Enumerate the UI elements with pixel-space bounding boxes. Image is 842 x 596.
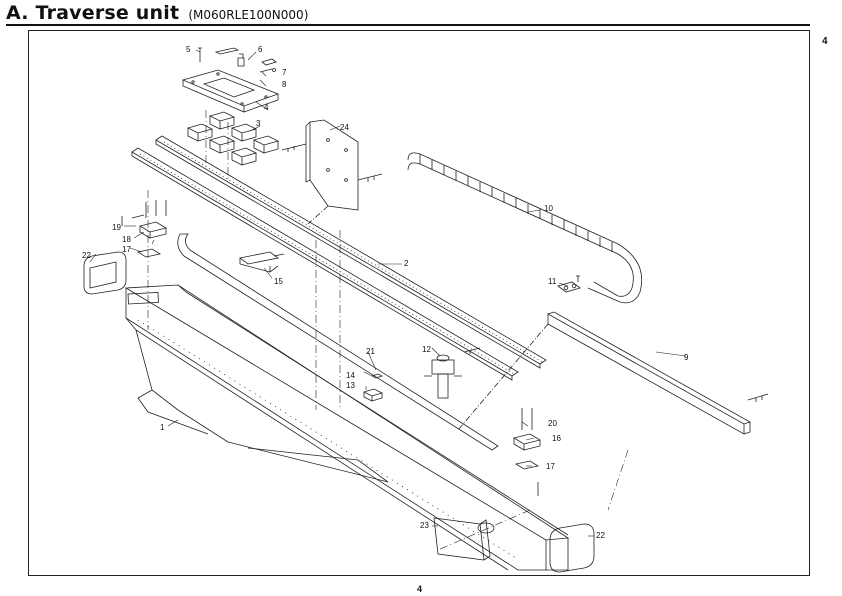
callout-21: 21 [366,347,375,356]
callout-8: 8 [282,80,287,89]
center-lines [147,110,629,551]
title-underline [6,24,810,26]
callout-12: 12 [422,345,431,354]
callout-2: 2 [404,259,409,268]
chain-bracket-part [557,275,581,293]
filter-regulator-part [424,347,481,399]
callout-9: 9 [684,353,689,362]
clamp-part [239,251,285,273]
callout-15: 15 [274,277,283,286]
callout-23: 23 [420,521,429,530]
callout-labels: 1 2 3 4 5 6 7 8 9 10 11 12 13 14 15 16 1… [82,45,689,540]
end-cap-left-part [83,251,127,295]
right-end-bracket-parts [512,408,542,496]
main-beam-part [124,284,570,571]
cable-part [177,233,499,451]
left-end-bracket-parts [121,200,168,258]
section-title: A. Traverse unit [6,2,180,24]
callout-1: 1 [160,423,165,432]
callout-24: 24 [340,123,349,132]
footer-page-number: 4 [417,584,423,594]
callout-17b: 17 [546,462,555,471]
leader-lines [89,49,687,537]
carriage-blocks-part [186,111,280,166]
callout-7: 7 [282,68,287,77]
callout-20: 20 [548,419,557,428]
callout-18: 18 [122,235,131,244]
callout-22b: 22 [596,531,605,540]
callout-3: 3 [256,119,261,128]
corner-page-number: 4 [822,36,828,47]
callout-11: 11 [548,277,557,286]
callout-5: 5 [186,45,191,54]
linear-rail-part [131,135,547,381]
cable-chain-part [407,152,643,304]
carriage-plate-part [181,69,280,113]
cover-plate-part [433,517,491,561]
page-title: A. Traverse unit (M060RLE100N000) [6,2,308,26]
model-code: (M060RLE100N000) [188,8,309,22]
fastener-parts [198,47,277,73]
callout-17a: 17 [122,245,131,254]
callout-22a: 22 [82,251,91,260]
callout-4: 4 [264,103,269,112]
callout-13: 13 [346,381,355,390]
drawing-frame [28,30,810,576]
callout-19: 19 [112,223,121,232]
callout-6: 6 [258,45,263,54]
exploded-view-drawing: 1 2 3 4 5 6 7 8 9 10 11 12 13 14 15 16 1… [82,45,769,573]
end-cap-right-part [549,523,595,573]
bracket-plate-part [281,119,383,225]
angle-bar-part [457,311,769,435]
small-block-parts [362,373,384,402]
callout-16: 16 [552,434,561,443]
callout-10: 10 [544,204,553,213]
callout-14: 14 [346,371,355,380]
